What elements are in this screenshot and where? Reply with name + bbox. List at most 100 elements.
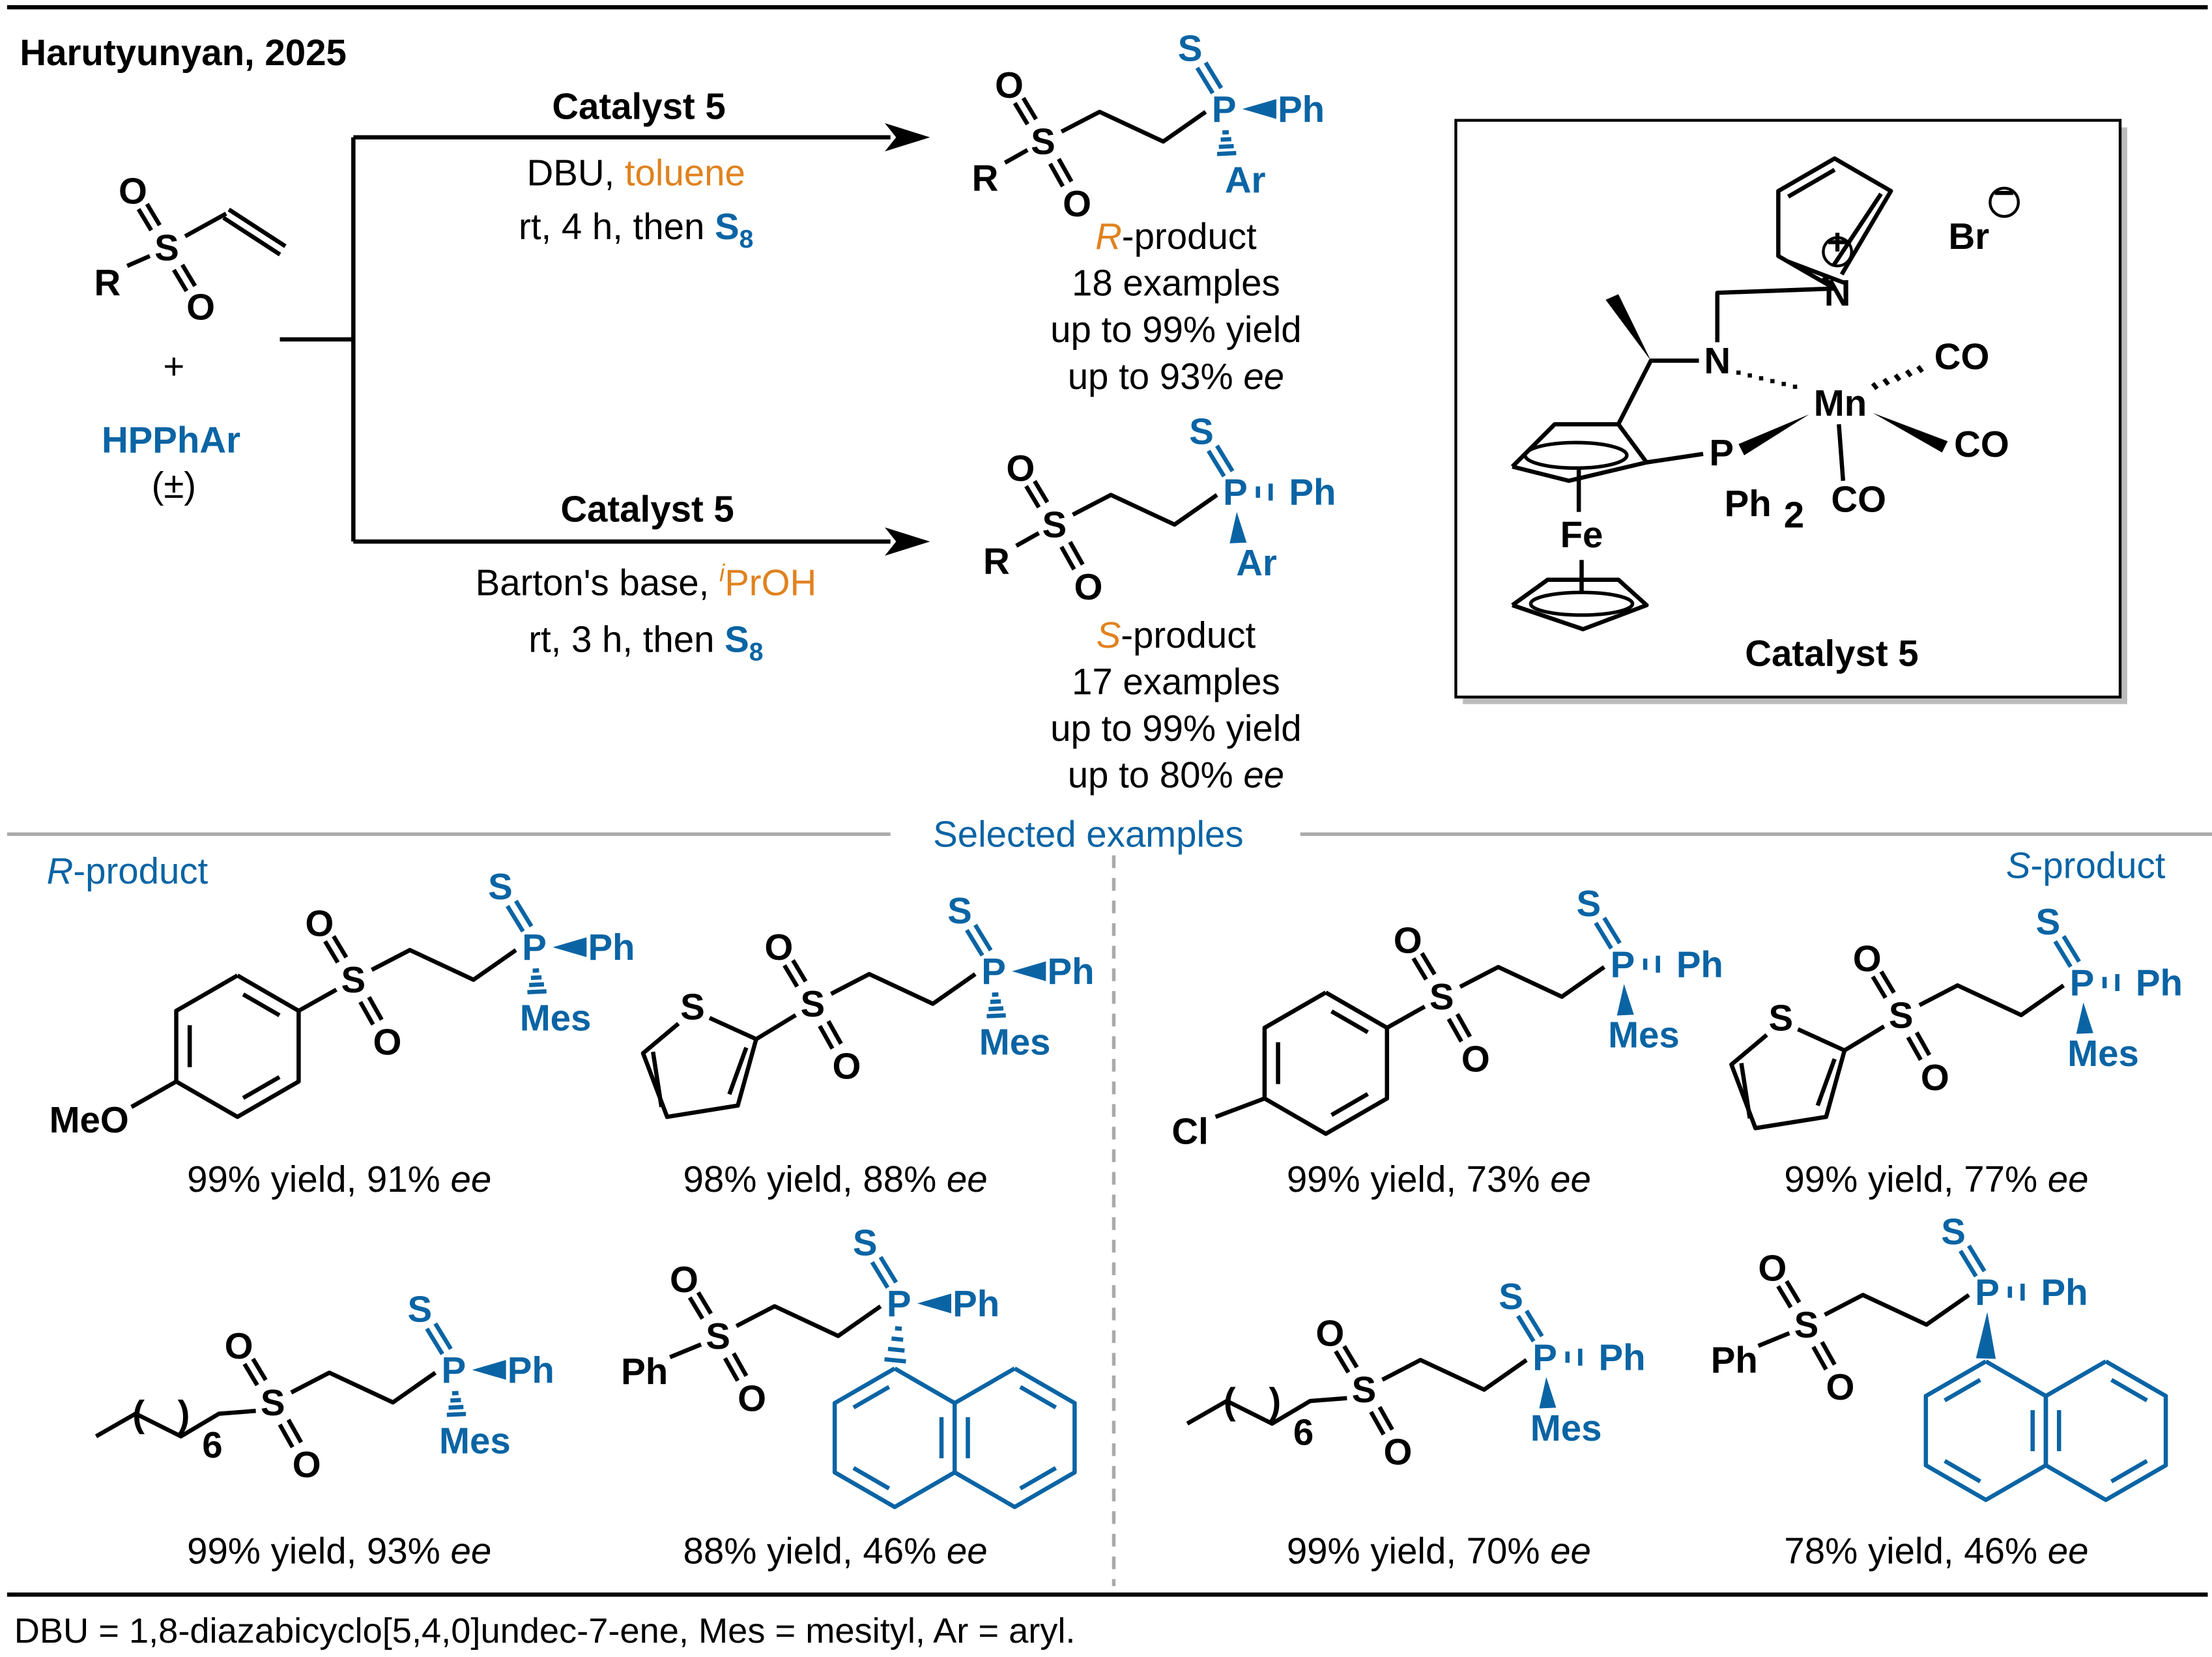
bottom-base-solvent: Barton's base, iPrOH (476, 560, 817, 603)
p-s-double-bond (1195, 66, 1215, 94)
thiophene-ring (640, 1016, 758, 1119)
aryl-wedge-bond (2076, 1002, 2093, 1034)
pyridine-ring (1776, 156, 1893, 291)
thiophosphoryl-sulfur-label: S (1499, 1276, 1523, 1317)
phosphorus-label: P (1212, 89, 1237, 130)
r-product-heading: R-product (47, 850, 208, 891)
methoxy-label: MeO (50, 1099, 129, 1140)
ethylene-chain (735, 1304, 882, 1338)
aryl-label: Ar (1236, 542, 1277, 583)
s-o-double-bond (783, 964, 799, 988)
thiophene-s-bond (1843, 1024, 1886, 1052)
phenyl-label: Ph (953, 1283, 999, 1324)
r-product-label: R-product (1095, 216, 1257, 257)
thiophosphoryl-sulfur-label: S (947, 890, 972, 931)
aryl-wedge-bond (1229, 512, 1247, 543)
amine-nitrogen-label: N (1704, 340, 1731, 381)
aryl-hash-bond (450, 1398, 461, 1403)
p-s-double-bond (433, 1322, 453, 1350)
cyclopentadienyl-ring (1511, 577, 1649, 631)
bromide-label: Br (1949, 216, 1990, 257)
phosphorus-label: P (522, 927, 547, 968)
vinyl-double-bond (227, 207, 287, 248)
carbonyl-label: CO (1934, 336, 1990, 377)
aryl-hash-bond (1220, 137, 1231, 142)
p-mn-wedge-bond (1738, 414, 1809, 455)
phenyl-label: Ph (588, 927, 635, 968)
phenyl-label: Ph (1599, 1336, 1646, 1377)
p-s-double-bond (1602, 916, 1622, 945)
thiophosphoryl-sulfur-label: S (1189, 411, 1214, 452)
p-s-double-bond (1214, 444, 1235, 472)
mn-co-bond (1837, 424, 1846, 482)
phosphorus-label: P (981, 951, 1006, 992)
s-o-double-bond (1048, 162, 1065, 188)
cyclopentadienyl-ring (1510, 422, 1649, 483)
aryl-hash-bond (1218, 143, 1234, 149)
phenyl-label: Ph (1289, 472, 1336, 513)
phenyl-wedge-bond (472, 1360, 506, 1380)
pyridine-double (1831, 192, 1883, 267)
ethylene-chain (371, 947, 517, 982)
aryl-s-bond (1386, 1004, 1426, 1030)
phosphorus-label: P (887, 1283, 912, 1324)
aryl-label: Ar (1225, 159, 1266, 200)
repeat-count: 6 (202, 1424, 222, 1465)
ethylene-chain (1918, 983, 2065, 1018)
naphthyl-ring-double (852, 1385, 891, 1409)
sulfonyl-oxygen-label: O (832, 1045, 861, 1086)
s-o-double-bond (1455, 1013, 1472, 1038)
scheme-title: Harutyunyan, 2025 (20, 32, 346, 73)
thiophosphoryl-sulfur-label: S (488, 866, 513, 907)
r-s-bond (1003, 148, 1029, 165)
sulfonyl-oxygen-label: O (738, 1377, 766, 1419)
s-o-double-bond (367, 996, 384, 1021)
s-o-double-bond (791, 959, 808, 983)
naphthyl-ring (2043, 1359, 2168, 1503)
thiophene-ring (1729, 1027, 1847, 1131)
s-o-double-bond (172, 268, 189, 293)
footnote: DBU = 1,8-diazabicyclo[5,4,0]undec-7-ene… (14, 1611, 1076, 1650)
p-s-double-bond (1967, 1245, 1987, 1273)
alkyl-chain (94, 1409, 256, 1439)
s-o-double-bond (323, 940, 340, 964)
phosphorus-label: P (1709, 432, 1734, 473)
naphthyl-hash-bond (884, 1357, 906, 1364)
repeat-count: 6 (1293, 1411, 1314, 1452)
s-product-yield: up to 99% yield (1050, 708, 1302, 749)
thiophene-sulfur-label: S (1769, 998, 1794, 1039)
pyridine-double (1787, 167, 1836, 199)
example-captions: 99% yield, 91% ee 98% yield, 88% ee 99% … (187, 1159, 2088, 1572)
aryl-s-bond (297, 987, 338, 1013)
s-product-label: S-product (1097, 614, 1256, 656)
p-s-double-bond (2061, 935, 2081, 963)
caption-r3: 99% yield, 93% ee (187, 1531, 491, 1572)
s-o-double-bond (1033, 480, 1050, 504)
methyl-wedge-bond (1605, 294, 1651, 361)
ethylene-chain (1459, 964, 1606, 999)
r-product-summary: R-product 18 examples up to 99% yield up… (1050, 216, 1302, 397)
mn-co-wedge-bond (1873, 412, 1948, 453)
sulfonyl-sulfur-label: S (1794, 1304, 1819, 1345)
s-o-double-bond (1776, 1285, 1793, 1309)
negative-charge-label: − (1994, 172, 2015, 213)
cp-ring-circle (1523, 440, 1629, 470)
phenyl-label: Ph (2041, 1272, 2088, 1313)
sulfonyl-sulfur-label: S (1042, 504, 1067, 545)
s-o-double-bond (1013, 102, 1029, 126)
top-base-solvent: DBU, toluene (526, 152, 745, 193)
manganese-label: Mn (1814, 382, 1867, 424)
sulfonyl-oxygen-label: O (1394, 919, 1422, 960)
naphthyl-hash-bond (891, 1336, 904, 1342)
p-s-double-bond (1525, 1309, 1544, 1338)
phenyl-wedge-bond (1012, 961, 1046, 981)
mn-co-hash-bond (1871, 382, 1879, 390)
aryl-ring-double (242, 1075, 281, 1100)
p-s-double-bond (1594, 921, 1613, 950)
p-s-double-bond (965, 929, 984, 957)
r-group-label: R (94, 263, 121, 304)
